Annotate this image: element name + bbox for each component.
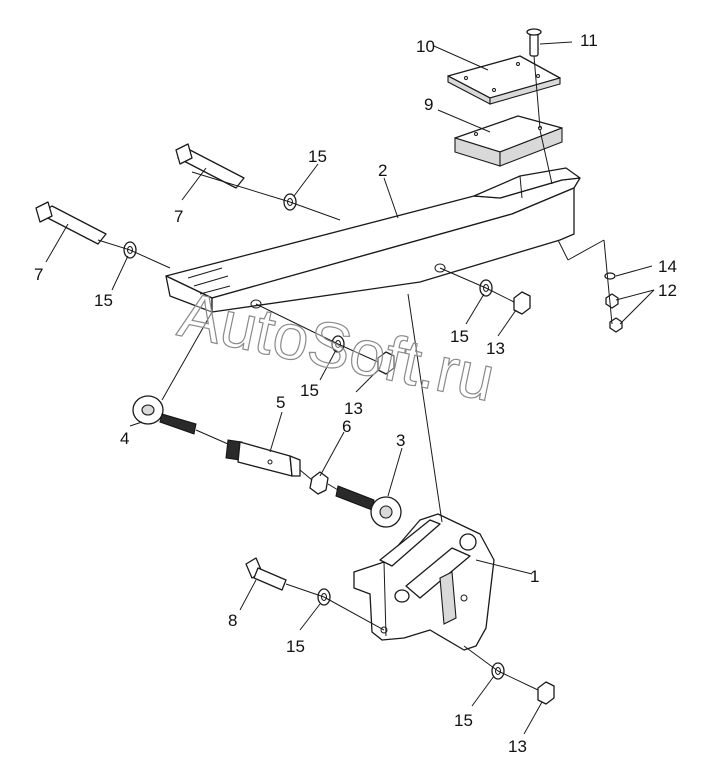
callout-9: 9: [424, 95, 433, 114]
callout-15-e: 15: [286, 637, 305, 656]
part-7-bolt-lower: [35, 201, 107, 245]
callout-10: 10: [416, 37, 435, 56]
callout-6: 6: [342, 417, 351, 436]
watermark-text: AutoSoft.ru: [173, 278, 501, 415]
callout-5: 5: [276, 393, 285, 412]
part-7-bolt-upper: [175, 143, 245, 189]
part-3-rod-end: [335, 485, 402, 528]
callout-7-lower: 7: [34, 265, 43, 284]
part-2-beam: [165, 167, 581, 313]
part-11-pin: [526, 28, 542, 57]
alignment-lines: [97, 55, 613, 691]
callout-13-c: 13: [508, 737, 527, 756]
part-12-nuts: [605, 293, 623, 333]
callout-15-c: 15: [450, 327, 469, 346]
callout-15-a: 15: [308, 147, 327, 166]
leader-lines: [45, 41, 655, 735]
callout-4: 4: [120, 429, 129, 448]
part-5-sleeve: [225, 439, 301, 477]
callout-8: 8: [228, 611, 237, 630]
part-14-washer: [604, 272, 616, 280]
callout-2: 2: [378, 161, 387, 180]
callout-15-d: 15: [300, 381, 319, 400]
callout-3: 3: [396, 431, 405, 450]
callout-7-upper: 7: [174, 207, 183, 226]
callout-15-f: 15: [454, 711, 473, 730]
part-4-rod-end: [132, 395, 197, 435]
part-13-nut-c: [537, 681, 555, 705]
callout-11: 11: [580, 31, 598, 50]
callout-1: 1: [530, 567, 539, 586]
part-13-nut-a: [513, 291, 531, 315]
callout-12: 12: [658, 281, 677, 300]
callout-labels: 10 11 9 2 15 7 7 15 14 12 15 13 15 13 5 …: [34, 31, 677, 756]
callout-14: 14: [658, 257, 677, 276]
callout-13-a: 13: [486, 339, 505, 358]
part-10-plate: [447, 55, 561, 105]
part-8-bolt: [245, 557, 287, 591]
callout-15-b: 15: [94, 291, 113, 310]
part-6-nut: [309, 471, 329, 495]
callout-13-b: 13: [344, 399, 363, 418]
part-1-bracket: [353, 513, 495, 651]
part-9-pad: [454, 115, 563, 167]
